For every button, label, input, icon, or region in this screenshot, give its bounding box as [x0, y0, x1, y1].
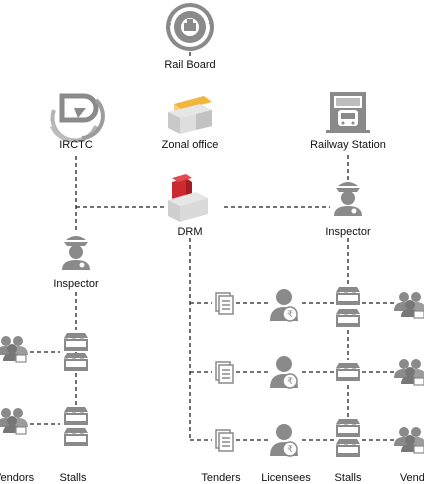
- indian-railways-seal-icon: [166, 3, 214, 51]
- licensees-label: Licensees: [261, 472, 311, 484]
- vendors-right-3-icon: [393, 426, 424, 454]
- drm-building-icon: [168, 174, 208, 222]
- tender-3-icon: [215, 429, 234, 452]
- railway-station-icon: [326, 92, 370, 133]
- stall-left-4-icon: [63, 427, 89, 446]
- stall-left-2-icon: [63, 352, 89, 371]
- licensee-3-icon: [269, 423, 299, 457]
- stall-right-5-icon: [335, 438, 361, 457]
- inspector-left-icon: [62, 236, 90, 270]
- rail-board-label: Rail Board: [164, 59, 216, 71]
- vendors-right-2-icon: [393, 358, 424, 386]
- zonal-office-label: Zonal office: [161, 139, 219, 151]
- vendors-right-label: Vendors: [399, 472, 424, 484]
- tender-2-icon: [215, 361, 234, 384]
- inspector-right-label: Inspector: [325, 226, 371, 238]
- stalls-right-label: Stalls: [334, 472, 362, 484]
- irctc-label: IRCTC: [59, 139, 93, 151]
- irctc-logo-icon: [50, 93, 105, 143]
- stall-left-1-icon: [63, 332, 89, 351]
- vendors-left-1-icon: [0, 335, 29, 363]
- licensee-2-icon: [269, 355, 299, 389]
- stalls-left-label: Stalls: [59, 472, 87, 484]
- zonal-office-building-icon: [168, 96, 212, 134]
- stall-right-1-icon: [335, 286, 361, 305]
- tender-1-icon: [215, 292, 234, 315]
- stall-left-3-icon: [63, 406, 89, 425]
- railway-station-label: Railway Station: [310, 139, 386, 151]
- tenders-label: Tenders: [201, 472, 241, 484]
- connectors: [30, 52, 396, 441]
- vendors-left-label: Vendors: [0, 472, 35, 484]
- inspector-right-icon: [334, 182, 362, 216]
- vendors-right-1-icon: [393, 291, 424, 319]
- stall-right-2-icon: [335, 308, 361, 327]
- inspector-left-label: Inspector: [53, 278, 99, 290]
- licensee-1-icon: [269, 288, 299, 322]
- stall-right-3-icon: [335, 362, 361, 381]
- drm-label: DRM: [177, 226, 203, 238]
- vendors-left-2-icon: [0, 407, 29, 435]
- stall-right-4-icon: [335, 418, 361, 437]
